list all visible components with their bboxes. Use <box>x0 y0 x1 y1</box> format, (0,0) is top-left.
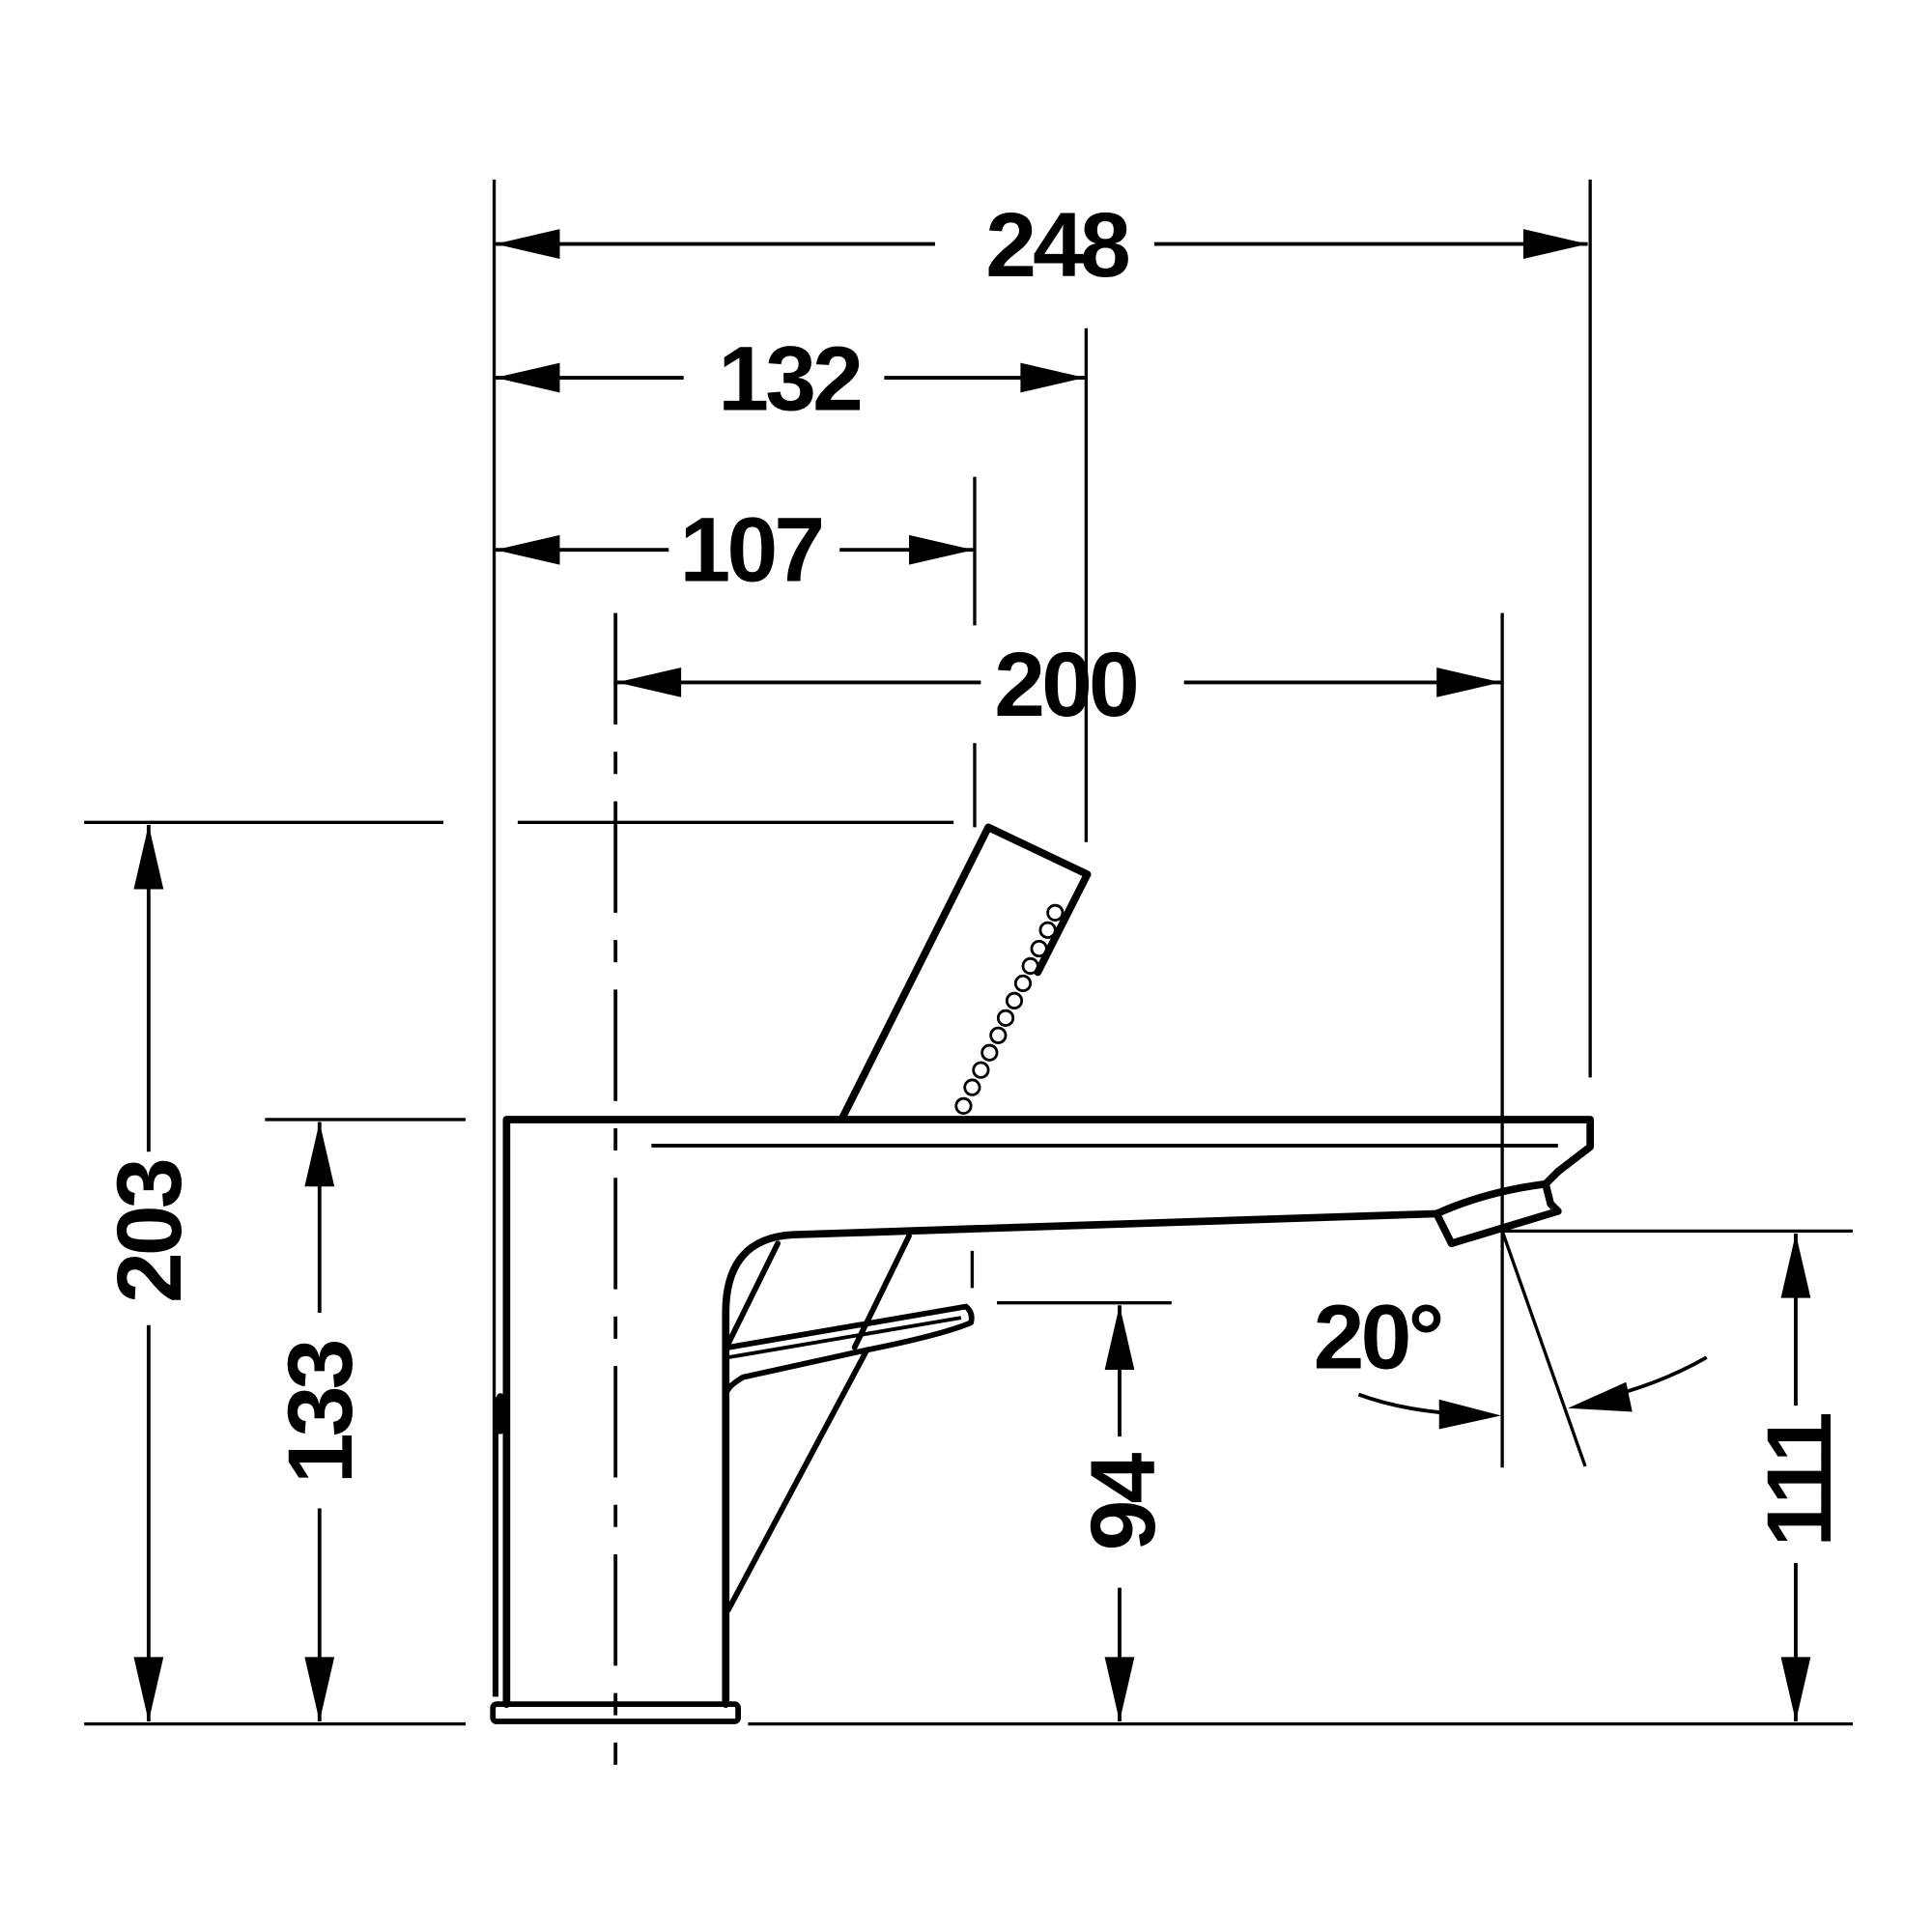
section-line-3 <box>724 1347 870 1613</box>
dimension-203: 203 <box>99 824 201 1722</box>
dimension-label-132: 132 <box>718 327 860 430</box>
arrow-right-icon <box>1438 1399 1501 1430</box>
dimension-248: 248 <box>495 194 1588 297</box>
arrow-left-icon <box>495 362 560 393</box>
dimension-107: 107 <box>495 498 974 601</box>
arrow-up-icon <box>1780 1233 1811 1298</box>
body-left-edge <box>502 1116 1595 1708</box>
arrow-left-icon <box>1568 1381 1633 1412</box>
outlet-nozzle <box>1433 1179 1562 1248</box>
spout-tip-chamfer <box>1542 1167 1562 1188</box>
arrow-down-icon <box>1780 1657 1811 1722</box>
faucet-body <box>490 612 1595 1765</box>
arrow-right-icon <box>1436 668 1501 697</box>
dimension-label-angle: 20° <box>1314 1287 1441 1389</box>
arrow-up-icon <box>304 1122 335 1187</box>
section-line-2 <box>851 1233 912 1350</box>
arrow-right-icon <box>909 534 974 565</box>
arrow-up-icon <box>1104 1305 1135 1370</box>
dimension-label-200: 200 <box>994 634 1136 736</box>
spout-underside <box>722 1209 1441 1708</box>
lever-handle <box>724 1303 975 1393</box>
arrow-left-icon <box>495 534 560 565</box>
lever-inner-line <box>727 1316 962 1360</box>
section-line-1 <box>724 1240 781 1347</box>
extension-lines <box>84 179 1853 1726</box>
arrow-left-icon <box>495 229 560 259</box>
dimension-132: 132 <box>495 327 1086 430</box>
dimension-111: 111 <box>1748 1233 1851 1722</box>
dimension-label-94: 94 <box>1072 1452 1175 1550</box>
arrow-down-icon <box>1104 1657 1135 1722</box>
dimension-label-107: 107 <box>680 498 822 601</box>
dimension-angle-20: 20° <box>1314 1287 1708 1430</box>
dimension-label-133: 133 <box>270 1341 372 1484</box>
arrow-right-icon <box>1020 362 1086 393</box>
arrow-down-icon <box>133 1657 164 1722</box>
arrow-down-icon <box>304 1657 335 1722</box>
dimension-label-203: 203 <box>99 1160 201 1303</box>
arrow-right-icon <box>1522 229 1588 259</box>
arrow-left-icon <box>616 668 682 697</box>
dimension-label-248: 248 <box>985 194 1128 297</box>
dimension-133: 133 <box>270 1122 372 1722</box>
hand-shower <box>838 823 1092 1122</box>
hand-shower-body <box>838 823 1092 1122</box>
dimension-label-111: 111 <box>1748 1413 1851 1547</box>
dimension-200: 200 <box>616 634 1501 736</box>
hand-shower-hose-coil <box>954 903 1065 1115</box>
arrow-up-icon <box>133 824 164 890</box>
dimension-94: 94 <box>1072 1305 1175 1722</box>
